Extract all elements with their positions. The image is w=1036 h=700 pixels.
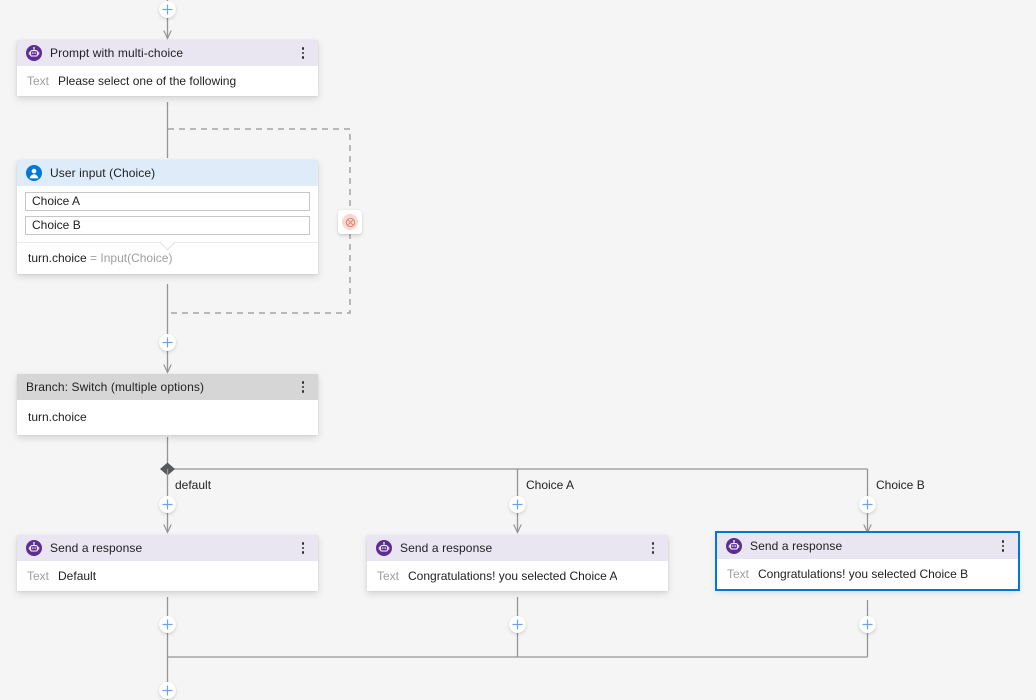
plus-icon [162,618,173,630]
node-body: Text Please select one of the following [17,66,318,96]
node-title: Prompt with multi-choice [50,46,184,60]
node-send-response-choice-b[interactable]: Send a response Text Congratulations! yo… [715,531,1020,591]
add-node-button-after-user-input[interactable] [159,333,176,351]
node-header[interactable]: Prompt with multi-choice [17,40,318,66]
output-equals: = [90,251,98,265]
bot-icon [376,540,392,556]
node-body: Text Congratulations! you selected Choic… [367,561,668,591]
choice-option-a[interactable]: Choice A [25,192,310,211]
node-title: Send a response [50,541,143,555]
add-node-button-branch-choice-a[interactable] [509,495,526,513]
plus-icon [162,684,173,696]
node-title: User input (Choice) [50,166,156,180]
node-body: Text Default [17,561,318,591]
bot-icon [26,540,42,556]
plus-icon [512,618,523,630]
node-user-input-choice[interactable]: User input (Choice) Choice A Choice B tu… [17,160,318,274]
branch-label-choice-b: Choice B [876,478,925,492]
field-label: Text [27,74,50,88]
node-header[interactable]: User input (Choice) [17,160,318,186]
node-body: Text Congratulations! you selected Choic… [717,559,1018,589]
bot-icon [726,538,742,554]
plus-icon [512,498,523,510]
node-header[interactable]: Send a response [367,535,668,561]
field-label: Text [377,569,400,583]
more-options-icon[interactable] [296,538,310,558]
add-node-button-after-choice-a[interactable] [509,615,526,633]
branch-label-default: default [175,478,212,492]
plus-icon [862,498,873,510]
cancel-circle-icon-bg [342,214,358,230]
field-value: Congratulations! you selected Choice B [758,567,969,581]
add-node-button-branch-default[interactable] [159,495,176,513]
bot-icon [26,45,42,61]
node-send-response-default[interactable]: Send a response Text Default [17,535,318,591]
node-title: Branch: Switch (multiple options) [26,380,205,394]
field-label: Text [27,569,50,583]
choice-list: Choice A Choice B [17,186,318,242]
field-label: Text [727,567,750,581]
add-node-button-top[interactable] [159,0,176,18]
choice-option-b[interactable]: Choice B [25,216,310,235]
node-branch-switch[interactable]: Branch: Switch (multiple options) turn.c… [17,374,318,435]
add-node-button-bottom[interactable] [159,681,176,699]
plus-icon [162,3,173,15]
node-send-response-choice-a[interactable]: Send a response Text Congratulations! yo… [367,535,668,591]
user-icon [26,165,42,181]
node-header[interactable]: Send a response [717,533,1018,559]
notch-decoration [157,242,179,251]
plus-icon [862,618,873,630]
more-options-icon[interactable] [646,538,660,558]
node-header[interactable]: Branch: Switch (multiple options) [17,374,318,400]
branch-condition: turn.choice [17,400,318,435]
add-node-button-after-default[interactable] [159,615,176,633]
more-options-icon[interactable] [296,43,310,63]
output-property-value: Input(Choice) [100,251,173,265]
cancel-circle-icon[interactable] [338,210,362,234]
more-options-icon[interactable] [996,536,1010,556]
field-value: Please select one of the following [58,74,237,88]
branch-label-choice-a: Choice A [526,478,575,492]
node-title: Send a response [750,539,843,553]
cancel-glyph-icon [345,217,355,227]
output-property-name: turn.choice [28,251,87,265]
plus-icon [162,336,173,348]
plus-icon [162,498,173,510]
node-prompt-with-multi-choice[interactable]: Prompt with multi-choice Text Please sel… [17,40,318,96]
field-value: Default [58,569,97,583]
more-options-icon[interactable] [296,377,310,397]
node-title: Send a response [400,541,493,555]
node-header[interactable]: Send a response [17,535,318,561]
field-value: Congratulations! you selected Choice A [408,569,618,583]
add-node-button-branch-choice-b[interactable] [859,495,876,513]
node-output-property: turn.choice = Input(Choice) [17,242,318,274]
add-node-button-after-choice-b[interactable] [859,615,876,633]
